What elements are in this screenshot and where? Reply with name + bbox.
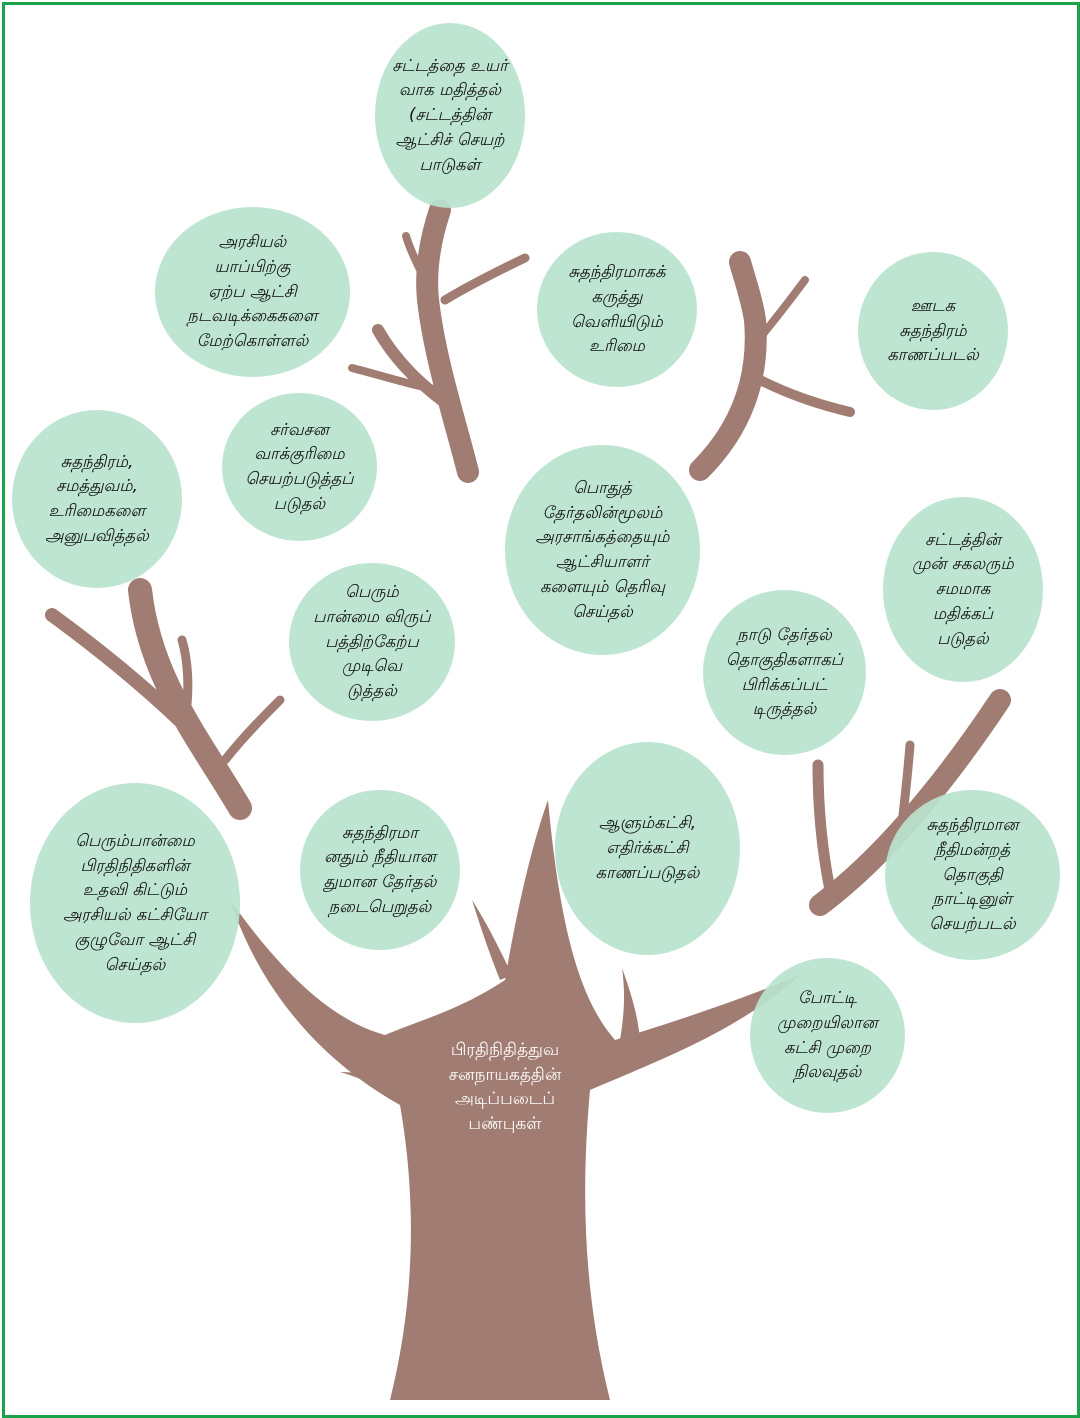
bubble-electorates: நாடு தேர்தல் தொகுதிகளாகப் பிரிக்கப்பட் ட… (703, 590, 866, 755)
tree-twig (620, 968, 640, 1040)
bubble-equal-before-law: சட்டத்தின் முன் சகலரும் சமமாக மதிக்கப் ப… (883, 497, 1043, 682)
bubble-label: நாடு தேர்தல் தொகுதிகளாகப் பிரிக்கப்பட் ட… (725, 625, 844, 719)
tree-branch (689, 251, 767, 481)
bubble-general-election: பொதுத் தேர்தலின்மூலம் அரசாங்கத்தையும் ஆட… (505, 445, 700, 655)
tree-branch (754, 276, 809, 344)
tree-root-label: பிரதிநிதித்துவ சனநாயகத்தின் அடிப்படைப் ப… (448, 1040, 562, 1134)
bubble-label: பெரும்பான்மை பிரதிநிதிகளின் உதவி கிட்டும… (63, 830, 207, 974)
bubble-label: ஆளும்கட்சி, எதிர்க்கட்சி காணப்படுதல் (595, 813, 700, 882)
bubble-label: சட்டத்தை உயர் வாக மதித்தல் (சட்டத்தின் ஆ… (392, 55, 508, 174)
bubble-rule-of-law: சட்டத்தை உயர் வாக மதித்தல் (சட்டத்தின் ஆ… (375, 23, 525, 208)
tree-branch (402, 232, 434, 294)
bubble-free-fair-election: சுதந்திரமா னதும் நீதியான துமான தேர்தல் ந… (300, 790, 460, 950)
bubble-label: சர்வசன வாக்குரிமை செயற்படுத்தப் படுதல் (245, 419, 354, 513)
bubble-freedom-equality: சுதந்திரம், சமத்துவம், உரிமைகளை அனுபவித்… (12, 410, 182, 588)
bubble-universal-suffrage: சர்வசன வாக்குரிமை செயற்படுத்தப் படுதல் (222, 393, 377, 541)
tree-branch (220, 695, 285, 765)
bubble-label: சுதந்திரமா னதும் நீதியான துமான தேர்தல் ந… (323, 822, 437, 916)
bubble-label: ஊடக சுதந்திரம் காணப்படல் (887, 295, 979, 365)
bubble-ruling-opposition: ஆளும்கட்சி, எதிர்க்கட்சி காணப்படுதல் (555, 742, 740, 955)
tree-branch (372, 324, 461, 416)
bubble-label: சட்டத்தின் முன் சகலரும் சமமாக மதிக்கப் ப… (912, 529, 1014, 648)
tree-branch (416, 199, 479, 483)
bubble-label: பெரும் பான்மை விருப் பத்திற்கேற்ப முடிவெ… (313, 582, 431, 701)
bubble-label: போட்டி முறையிலான கட்சி முறை நிலவுதல் (777, 988, 878, 1082)
tree-branch (812, 759, 836, 896)
tree-branch (177, 635, 193, 725)
bubble-label: அரசியல் யாப்பிற்கு ஏற்ப ஆட்சி நடவடிக்கைக… (187, 232, 318, 351)
bubble-competitive-parties: போட்டி முறையிலான கட்சி முறை நிலவுதல் (750, 958, 905, 1113)
bubble-media-freedom: ஊடக சுதந்திரம் காணப்படல் (858, 252, 1008, 410)
bubble-label: பொதுத் தேர்தலின்மூலம் அரசாங்கத்தையும் ஆட… (535, 477, 670, 621)
tree-branch (128, 578, 252, 820)
bubble-majority-decision: பெரும் பான்மை விருப் பத்திற்கேற்ப முடிவெ… (289, 563, 455, 721)
bubble-independent-judiciary: சுதந்திரமான நீதிமன்றத் தொகுதி நாட்டினுள்… (885, 790, 1060, 960)
bubble-label: சுதந்திரமான நீதிமன்றத் தொகுதி நாட்டினுள்… (926, 815, 1019, 934)
bubble-label: சுதந்திரம், சமத்துவம், உரிமைகளை அனுபவித்… (45, 451, 149, 545)
tree-twig (340, 1072, 392, 1090)
tree-branch (755, 375, 855, 417)
tree-twig (472, 900, 512, 980)
bubble-constitution: அரசியல் யாப்பிற்கு ஏற்ப ஆட்சி நடவடிக்கைக… (155, 207, 350, 377)
tree-branch (348, 364, 444, 394)
tree-branch (45, 608, 207, 747)
bubble-label: சுதந்திரமாகக் கருத்து வெளியிடும் உரிமை (568, 262, 666, 356)
bubble-free-expression: சுதந்திரமாகக் கருத்து வெளியிடும் உரிமை (537, 232, 697, 387)
bubble-majority-party-rule: பெரும்பான்மை பிரதிநிதிகளின் உதவி கிட்டும… (30, 783, 240, 1023)
tree-branch (440, 253, 530, 305)
tree-trunk (230, 800, 800, 1400)
